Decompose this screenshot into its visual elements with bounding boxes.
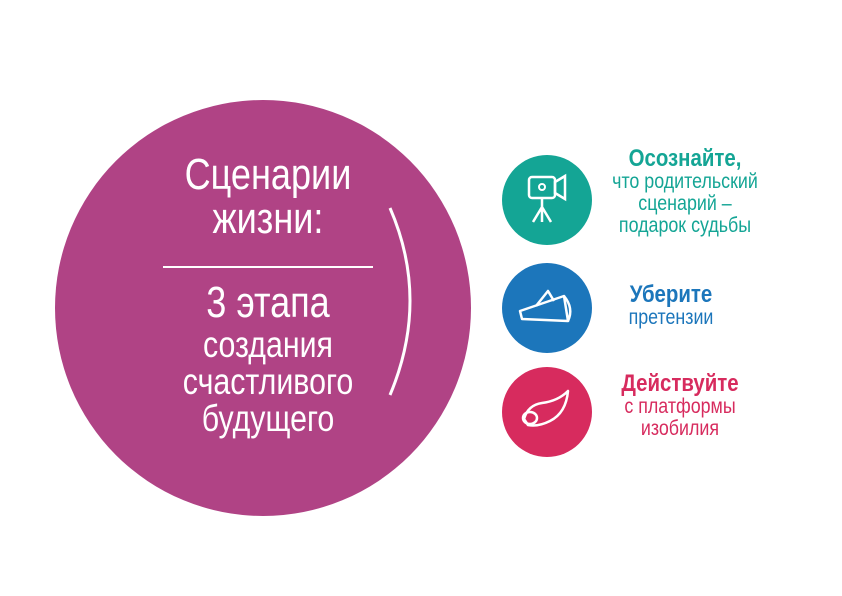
title-line: жизни: bbox=[212, 194, 324, 243]
title-line: Сценарии bbox=[184, 150, 352, 199]
diagram-subtitle: 3 этапа создания счастливого будущего bbox=[182, 278, 354, 440]
diagram-title: Сценарии жизни: bbox=[182, 153, 354, 241]
main-circle bbox=[55, 100, 471, 516]
cornucopia-icon bbox=[521, 389, 570, 427]
step-body-line: подарок судьбы bbox=[618, 214, 752, 238]
step-2-circle bbox=[502, 263, 592, 353]
step-body-line: изобилия bbox=[640, 417, 720, 441]
step-1-circle bbox=[502, 155, 592, 245]
subtitle-line: 3 этапа bbox=[206, 278, 330, 327]
step-body-line: претензии bbox=[628, 306, 714, 330]
subtitle-line: создания bbox=[202, 324, 333, 366]
step-heading: Осознайте, bbox=[628, 145, 742, 172]
title-divider bbox=[163, 266, 373, 268]
bracket-curve-white bbox=[388, 207, 412, 396]
subtitle-line: будущего bbox=[201, 398, 335, 440]
arrow-head-icon bbox=[448, 282, 469, 318]
step-2-text: Уберите претензии bbox=[586, 282, 756, 329]
step-heading: Уберите bbox=[629, 281, 713, 308]
step-heading: Действуйте bbox=[621, 370, 739, 397]
step-1-text: Осознайте, что родительский сценарий – п… bbox=[600, 146, 770, 237]
bracket-arrow bbox=[388, 207, 469, 396]
step-body-line: с платформы bbox=[624, 395, 736, 419]
step-3-circle bbox=[502, 367, 592, 457]
step-body-line: что родительский bbox=[612, 170, 758, 194]
video-camera-icon bbox=[527, 173, 567, 223]
subtitle-line: счастливого bbox=[182, 361, 354, 403]
step-body-line: сценарий – bbox=[638, 192, 732, 216]
step-3-text: Действуйте с платформы изобилия bbox=[595, 371, 765, 440]
megaphone-icon bbox=[518, 289, 572, 323]
